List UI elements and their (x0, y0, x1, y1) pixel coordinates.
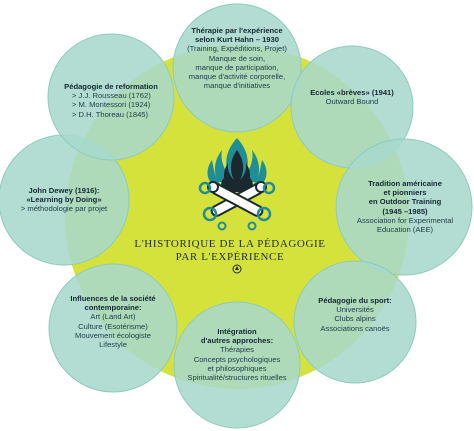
bubble-text-line: Art (Land Art) (90, 312, 136, 322)
center-title: L'HISTORIQUE DE LA PÉDAGOGIE PAR L'EXPÉR… (130, 238, 330, 264)
bubble-text-line: manque de participation, (195, 62, 279, 72)
bubble-circle-integration (173, 301, 301, 429)
bubble-circle-hahn (172, 3, 302, 133)
bubble-dewey: John Dewey (1916):«Learning by Doing»> m… (6, 186, 122, 214)
bubble-text-line: manque d'activité corporelle, (188, 72, 286, 82)
bubble-title-line: Tradition américaine (368, 179, 442, 188)
bubble-title-line: Influences de la société (70, 294, 156, 303)
bubble-reformation: Pédagogie de reformation> J.J. Rousseau … (54, 82, 168, 119)
bubble-text-line: Lifestyle (99, 340, 127, 350)
bubble-text-line: Outward Bound (325, 97, 379, 107)
bubble-text-line: Culture (Esotérisme) (78, 321, 148, 331)
bubble-text-line: > méthodologie par projet (20, 204, 108, 214)
bubble-title-line: selon Kurt Hahn – 1930 (195, 35, 279, 45)
bubble-text-line: Spiritualité/structures rituelles (187, 373, 287, 383)
bubble-text-line: (Training, Expéditions, Projet) (187, 44, 287, 54)
campfire-logo-icon (198, 138, 276, 231)
bubble-text-line: > D.H. Thoreau (1845) (72, 109, 149, 119)
bubble-text-line: manque d'initiatives (203, 81, 271, 91)
bubble-text-line: Education (AEE) (376, 225, 434, 235)
bubble-title-line: contemporaine: (84, 303, 142, 313)
bubble-title-line: et pionniers (383, 188, 427, 198)
bubble-circle-reformation (47, 33, 175, 161)
bubble-text-line: Mouvement écologiste (75, 330, 151, 340)
outer-bubbles (0, 3, 473, 429)
bubble-title-line: Pédagogie de reformation (64, 82, 158, 91)
bubble-text-line: > M. Montessori (1924) (72, 100, 151, 110)
bubble-text-line: Manque de soin, (208, 53, 266, 63)
bubble-title-line: John Dewey (1916): (28, 186, 100, 195)
bubble-title-line: Pédagogie du sport: (318, 296, 392, 305)
bubble-text-line: Thérapies (220, 345, 254, 355)
bubble-circle-sport (293, 260, 417, 384)
bubble-text-line: Clubs alpins (334, 314, 376, 324)
bubble-text-line: Associations canoës (320, 323, 390, 333)
bubble-text-line: Association for Experimental (356, 215, 454, 225)
center-title-line-1: L'HISTORIQUE DE LA PÉDAGOGIE (134, 238, 326, 250)
center-title-line-2: PAR L'EXPÉRIENCE (175, 251, 285, 263)
bubble-ecoles: Ecoles «brèves» (1941)Outward Bound (296, 88, 408, 106)
bubble-title-line: Thérapie par l'expérience (191, 26, 283, 35)
bubble-text-line: Universités (336, 305, 374, 315)
bubble-title-line: d'autres approches: (200, 336, 274, 346)
bubble-title-line: Intégration (217, 327, 257, 336)
bubble-circle-influences (48, 263, 178, 393)
bubble-title-line: Ecoles «brèves» (1941) (310, 88, 394, 97)
bubble-title-line: «Learning by Doing» (26, 195, 102, 205)
title-ornament-icon (232, 264, 242, 274)
bubble-title-line: en Outdoor Training (368, 197, 442, 207)
bubble-text-line: > J.J. Rousseau (1762) (72, 91, 151, 101)
bubble-text-line: et philosophiques (207, 363, 267, 373)
bubble-circle-tradition (335, 138, 473, 276)
bubble-title-line: (1945 –1985) (382, 206, 428, 216)
bubble-text-line: Concepts psychologiques (193, 354, 281, 364)
